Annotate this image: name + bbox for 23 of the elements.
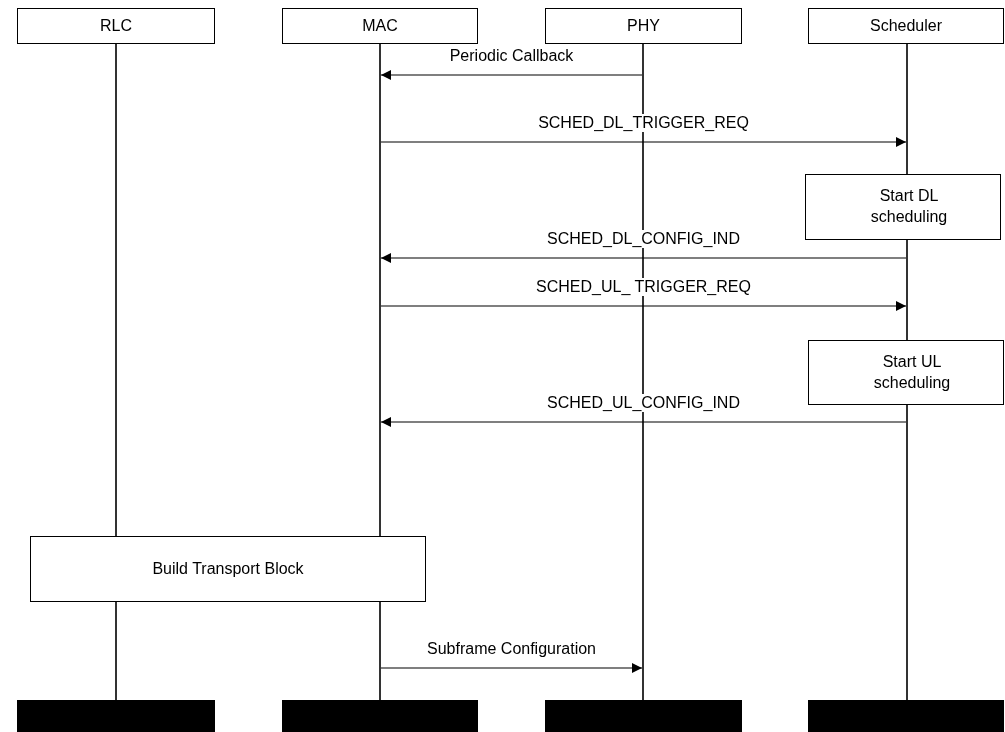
lifeline-end-bar bbox=[282, 700, 478, 732]
lifeline-header: MAC bbox=[282, 8, 478, 44]
activity-box: Start UL scheduling bbox=[808, 340, 1004, 405]
message-arrow bbox=[380, 137, 907, 147]
lifeline-header: PHY bbox=[545, 8, 742, 44]
lifeline bbox=[115, 44, 117, 700]
activity-box: Build Transport Block bbox=[30, 536, 426, 602]
lifeline-end-bar bbox=[17, 700, 215, 732]
lifeline bbox=[379, 44, 381, 700]
message-label: SCHED_UL_ TRIGGER_REQ bbox=[533, 278, 754, 296]
message-arrow bbox=[380, 253, 907, 263]
message-label: SCHED_DL_CONFIG_IND bbox=[544, 230, 743, 248]
activity-box: Start DL scheduling bbox=[805, 174, 1001, 240]
lifeline-header: RLC bbox=[17, 8, 215, 44]
message-arrow bbox=[380, 301, 907, 311]
lifeline bbox=[642, 44, 644, 700]
message-arrow bbox=[380, 417, 907, 427]
message-label: SCHED_UL_CONFIG_IND bbox=[544, 394, 743, 412]
message-arrow bbox=[380, 663, 643, 673]
lifeline-end-bar bbox=[545, 700, 742, 732]
lifeline-header: Scheduler bbox=[808, 8, 1004, 44]
lifeline-end-bar bbox=[808, 700, 1004, 732]
message-arrow bbox=[380, 70, 643, 80]
